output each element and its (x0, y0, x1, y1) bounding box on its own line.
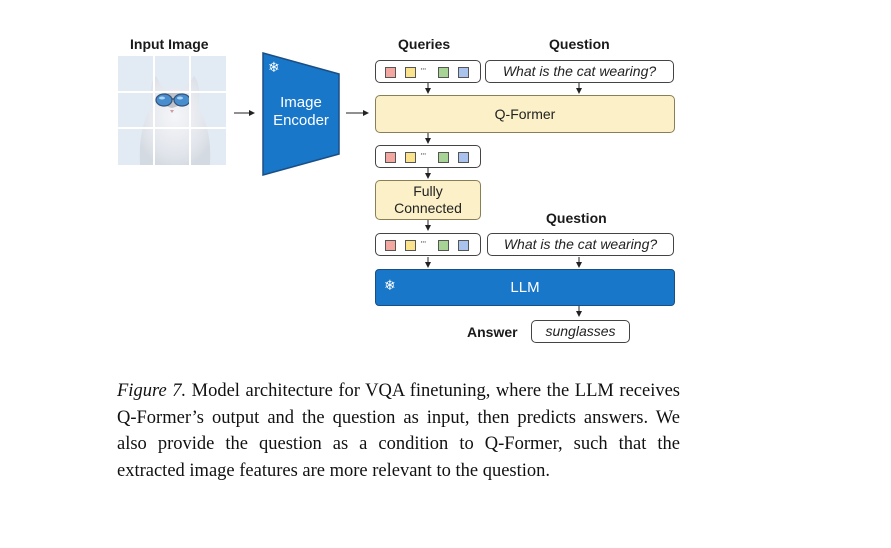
query-token-yellow (405, 240, 416, 251)
query-token-yellow (405, 152, 416, 163)
query-token-yellow (405, 67, 416, 78)
caption-text: Model architecture for VQA finetuning, w… (117, 381, 681, 481)
question-bottom-label: Question (546, 210, 607, 226)
llm-box: ❄ LLM (375, 269, 675, 306)
question-top-label: Question (549, 36, 610, 52)
question-top-box: What is the cat wearing? (485, 60, 674, 83)
queries-box-middle: ··· (375, 145, 481, 168)
snowflake-icon: ❄ (268, 60, 280, 76)
query-token-blue (458, 67, 469, 78)
query-token-green (438, 240, 449, 251)
query-dots: ··· (420, 150, 427, 160)
query-token-red (385, 152, 396, 163)
input-image-label: Input Image (130, 36, 209, 52)
query-token-green (438, 67, 449, 78)
query-token-red (385, 240, 396, 251)
answer-label: Answer (467, 324, 518, 340)
figure-caption: Figure 7. Model architecture for VQA fin… (117, 378, 680, 484)
query-dots: ··· (420, 238, 427, 248)
input-image (118, 56, 226, 165)
queries-label: Queries (398, 36, 451, 52)
query-token-green (438, 152, 449, 163)
figure-label: Figure 7. (117, 381, 187, 401)
query-token-blue (458, 152, 469, 163)
query-token-blue (458, 240, 469, 251)
question-bottom-box: What is the cat wearing? (487, 233, 674, 256)
answer-box: sunglasses (531, 320, 630, 343)
image-encoder-label: Image Encoder (273, 94, 329, 129)
query-dots: ··· (420, 65, 427, 75)
query-token-red (385, 67, 396, 78)
llm-label: LLM (510, 279, 540, 296)
qformer-box: Q-Former (375, 95, 675, 133)
snowflake-icon: ❄ (384, 278, 396, 294)
queries-box-bottom: ··· (375, 233, 481, 256)
fully-connected-box: Fully Connected (375, 180, 481, 220)
queries-box-top: ··· (375, 60, 481, 83)
image-encoder-shape (262, 52, 340, 176)
